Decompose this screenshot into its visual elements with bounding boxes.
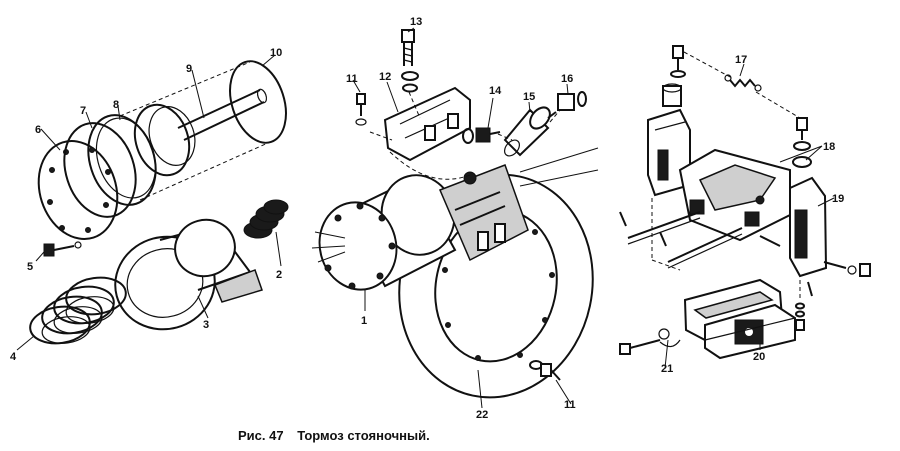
figure-title: Тормоз стояночный.: [297, 428, 430, 443]
right-lever: [789, 176, 871, 278]
caliper-body: [439, 164, 529, 262]
guide-pins: [619, 211, 781, 269]
adjusting-cone: [503, 106, 551, 157]
bolt-5: [43, 241, 82, 257]
right-top-bolt: [662, 45, 686, 107]
label-16: 16: [561, 73, 573, 85]
label-19: 19: [832, 193, 844, 205]
brake-cylinder: [311, 174, 457, 291]
caliper-block: [678, 148, 791, 242]
diaphragm: [87, 114, 157, 206]
pin-21: [619, 328, 681, 355]
bolt-11-top: [355, 93, 367, 126]
label-1: 1: [361, 315, 367, 327]
label-20: 20: [753, 351, 765, 363]
label-13: 13: [410, 16, 422, 28]
label-18: 18: [823, 141, 835, 153]
small-screws: [795, 281, 813, 331]
label-2: 2: [276, 269, 282, 281]
label-21: 21: [661, 363, 673, 375]
figure-caption: Рис. 47 Тормоз стояночный.: [238, 428, 440, 443]
label-7: 7: [80, 105, 86, 117]
nut-16: [547, 91, 587, 119]
label-14: 14: [489, 85, 502, 97]
main-spring: [29, 276, 127, 345]
brake-drum-group: [311, 29, 599, 399]
bolt-11-bottom: [529, 360, 561, 381]
washer-18: [792, 117, 812, 168]
label-5: 5: [27, 261, 33, 273]
label-22: 22: [476, 409, 488, 421]
label-4: 4: [10, 351, 17, 363]
label-6: 6: [35, 124, 41, 136]
screw-14: [462, 127, 501, 144]
bracket: [383, 86, 471, 162]
label-12: 12: [379, 71, 391, 83]
piston-rod: [177, 88, 268, 141]
label-10: 10: [270, 47, 282, 59]
label-17: 17: [735, 54, 747, 66]
label-11-top: 11: [346, 73, 358, 85]
gasket: [63, 122, 137, 218]
label-9: 9: [186, 63, 192, 75]
small-spring: [243, 199, 289, 239]
label-8: 8: [113, 99, 119, 111]
leader-lines: [16, 27, 835, 409]
return-spring: [724, 74, 762, 92]
label-15: 15: [523, 91, 535, 103]
brake-pads: [683, 278, 796, 360]
label-11-bottom: 11: [564, 399, 576, 411]
spring-housing: [114, 218, 263, 331]
spring-chamber-group: [29, 60, 289, 345]
figure-number: Рис. 47: [238, 428, 284, 443]
snap-ring: [229, 60, 287, 144]
caliper-assembly-group: [619, 45, 871, 360]
part-labels: 1 2 3 4 5 6 7 8 9 10 11 11 12 13 14 15 1…: [10, 16, 844, 421]
label-3: 3: [203, 319, 209, 331]
bolt-13: [401, 29, 419, 93]
